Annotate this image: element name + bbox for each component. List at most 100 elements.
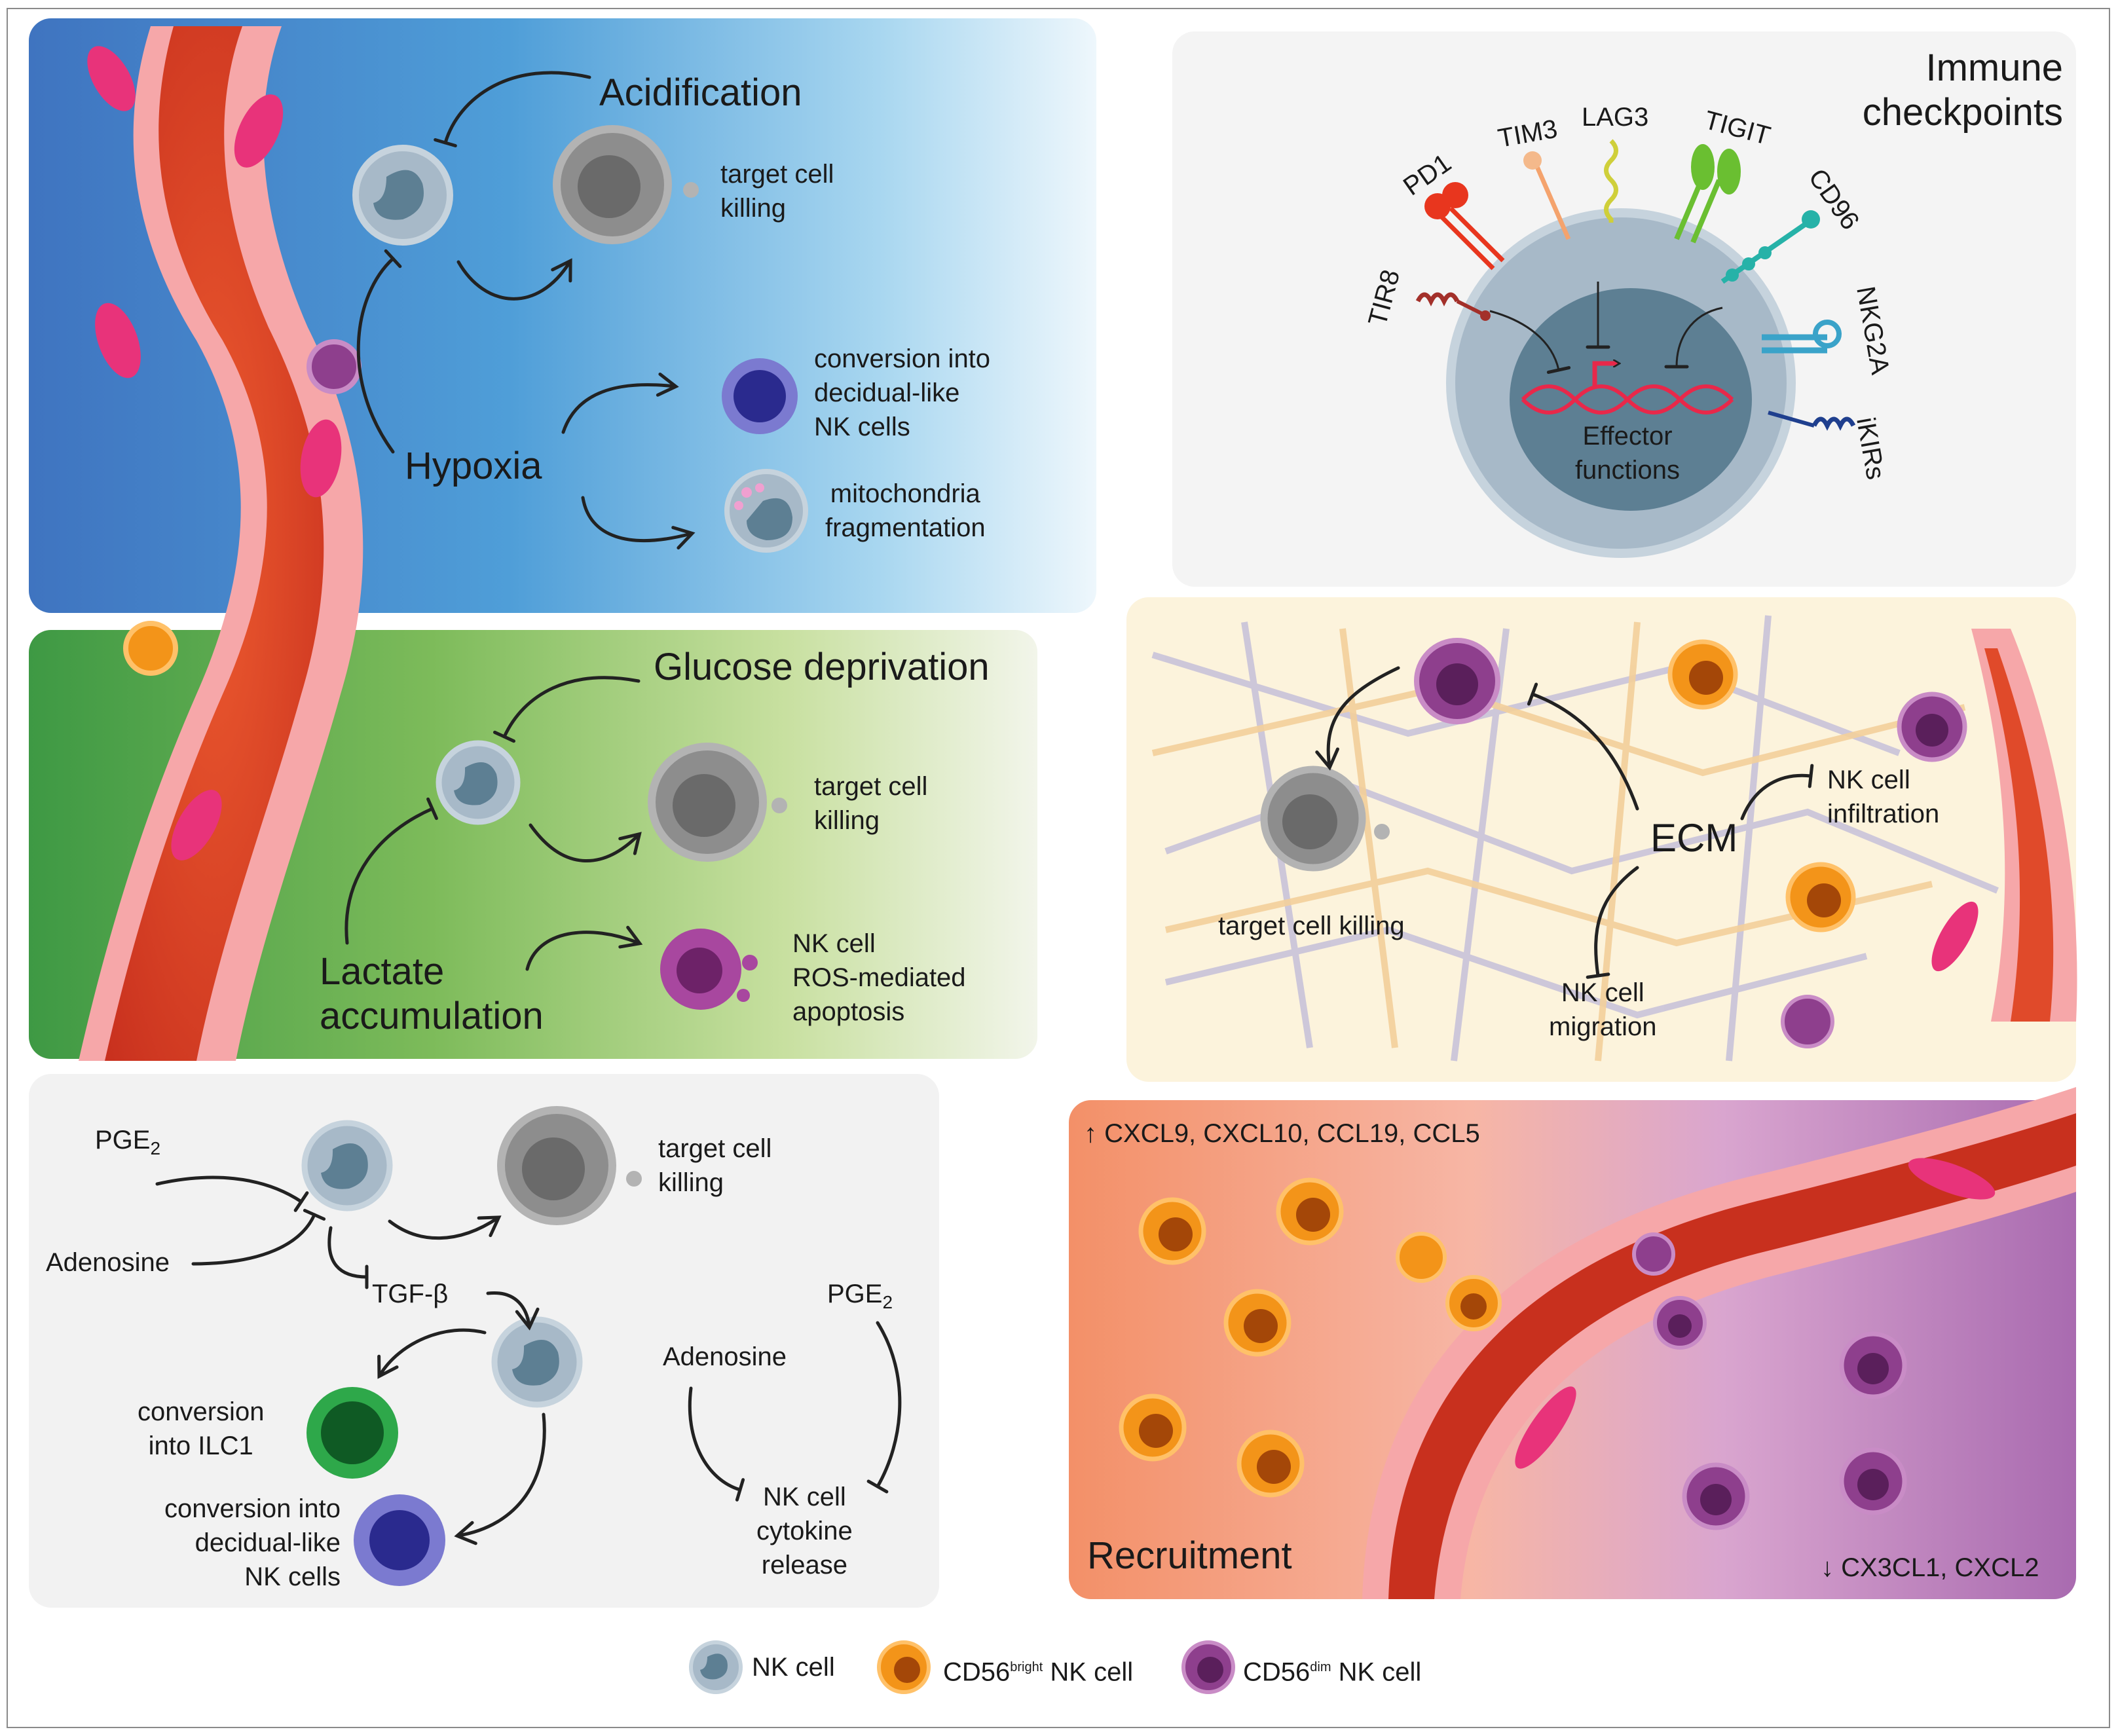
killing-line1: target cell xyxy=(720,160,834,189)
pge2-text: PGE xyxy=(95,1126,151,1154)
endothelial-cell xyxy=(87,46,136,111)
inhibit-pge2-cytokine xyxy=(866,1321,902,1494)
legend-dim-pre: CD56 xyxy=(1243,1657,1310,1687)
right-vessel-ecm xyxy=(1931,629,2077,1022)
figure-frame xyxy=(7,8,2110,1728)
pge2-left-label: PGE2 xyxy=(95,1123,160,1166)
inhibit-ecm-infiltration xyxy=(1740,764,1814,821)
left-blood-vessel xyxy=(79,26,363,1061)
arrow-conversion-decidual xyxy=(454,1413,546,1545)
legend-dim-label: CD56dim NK cell xyxy=(1243,1650,1421,1689)
decidual-line3: NK cells xyxy=(244,1562,341,1591)
killing-line2: killing xyxy=(720,194,787,223)
lag3-receptor xyxy=(1604,139,1618,223)
migration-line2: migration xyxy=(1549,1012,1657,1041)
inhibit-ecm-dim xyxy=(1527,682,1639,811)
arrow-nk-killing-soluble xyxy=(388,1215,502,1240)
infiltration-label: NK cell infiltration xyxy=(1827,763,1939,831)
inhibit-glucose-nk xyxy=(492,676,641,743)
arrow-hypoxia-mito xyxy=(581,496,696,550)
decidual-conversion-label: conversion into decidual-like NK cells xyxy=(144,1492,341,1594)
dim-nk-cells-recruitment xyxy=(1632,995,1907,1530)
nk-cell-glucose xyxy=(436,740,521,825)
legend-dim-icon xyxy=(1181,1640,1235,1694)
ilc1-cell xyxy=(307,1387,398,1479)
infiltration-line2: infiltration xyxy=(1827,800,1940,828)
ros-apoptosis-label: NK cell ROS-mediated apoptosis xyxy=(792,927,966,1029)
pge2-right-text: PGE xyxy=(827,1280,883,1308)
glucose-killing-label: target cell killing xyxy=(814,769,927,838)
cytokine-line3: release xyxy=(761,1551,847,1579)
legend-bright-sup: bright xyxy=(1010,1660,1043,1674)
soluble-panel xyxy=(155,1106,902,1586)
nk-cell-soluble-2 xyxy=(491,1316,583,1408)
inhibit-arrow-acid-nk xyxy=(434,71,591,148)
chemokines-up-label: ↑ CXCL9, CXCL10, CCL19, CCL5 xyxy=(1084,1119,1480,1148)
checkpoints-title-line1: Immune xyxy=(1925,46,2063,89)
extravasating-bright-nk-cell xyxy=(123,621,178,676)
legend-dim-sup: dim xyxy=(1310,1660,1331,1674)
lactate-accumulation-label: Lactate accumulation xyxy=(320,950,544,1039)
checkpoints-title: Immune checkpoints xyxy=(1840,46,2063,135)
dim-nk-cell-ecm xyxy=(1414,638,1500,724)
soluble-killing-line1: target cell xyxy=(658,1134,772,1163)
target-cell-ecm xyxy=(1260,766,1390,872)
arrow-nk-killing xyxy=(456,258,572,301)
dim-nk-cell-ecm-2 xyxy=(1897,692,1967,762)
pge2-subscript: 2 xyxy=(150,1138,161,1158)
hypoxia-label: Hypoxia xyxy=(405,445,542,487)
arrow-nk-killing-glucose xyxy=(529,823,642,863)
glucose-killing-line2: killing xyxy=(814,806,880,835)
soluble-killing-line2: killing xyxy=(658,1168,724,1197)
ilc1-line2: into ILC1 xyxy=(148,1431,253,1460)
fragmented-nk-cell xyxy=(724,469,808,553)
conversion-line1: conversion into xyxy=(814,344,991,373)
migration-line1: NK cell xyxy=(1561,978,1644,1007)
tir8-receptor xyxy=(1415,292,1491,321)
effector-line1: Effector xyxy=(1582,422,1673,451)
inhibit-arrow-hypoxia-nk xyxy=(356,249,402,454)
nk-cell-soluble xyxy=(301,1120,393,1211)
hypoxia-panel xyxy=(352,71,808,553)
recruitment-label: Recruitment xyxy=(1087,1534,1292,1577)
ilc1-conversion-label: conversion into ILC1 xyxy=(138,1395,264,1463)
legend-dim-post: NK cell xyxy=(1331,1657,1422,1687)
endothelial-cell xyxy=(300,419,342,498)
legend-bright-label: CD56bright NK cell xyxy=(943,1650,1133,1689)
legend-bright-icon xyxy=(877,1640,931,1694)
bright-nk-cell-ecm xyxy=(1667,639,1738,710)
mito-line2: fragmentation xyxy=(825,513,986,542)
legend-nk-label: NK cell xyxy=(752,1653,835,1682)
ecm-panel xyxy=(1151,615,2077,1062)
ilc1-line1: conversion xyxy=(138,1397,265,1426)
apoptotic-nk-cell xyxy=(660,929,758,1010)
arrow-dim-killing xyxy=(1315,666,1400,771)
cd96-receptor xyxy=(1720,210,1820,284)
checkpoints-title-line2: checkpoints xyxy=(1862,91,2063,134)
soluble-panel-bg xyxy=(29,1074,939,1608)
inhibit-tir8 xyxy=(1489,310,1571,374)
bright-nk-cell-ecm-2 xyxy=(1785,862,1856,933)
ros-line1: NK cell xyxy=(792,929,876,958)
adenosine-left-label: Adenosine xyxy=(46,1248,170,1277)
receptor-label-tir8: TIR8 xyxy=(1363,267,1405,329)
inhibit-adenosine-nk xyxy=(191,1208,326,1266)
cytokine-line2: cytokine xyxy=(756,1517,853,1545)
tigit-receptor xyxy=(1674,144,1741,244)
arrow-hypoxia-conversion xyxy=(561,372,679,434)
decidual-nk-cell-soluble xyxy=(354,1494,445,1586)
glucose-killing-line1: target cell xyxy=(814,772,928,801)
ecm-killing-label: target cell killing xyxy=(1218,912,1405,940)
inhibit-tgfb-nk xyxy=(327,1226,369,1289)
nkg2a-receptor xyxy=(1762,320,1842,354)
tim3-receptor xyxy=(1523,151,1571,240)
receptor-label-nkg2a: NKG2A xyxy=(1851,284,1895,377)
inhibit-ecm-migration xyxy=(1586,866,1639,979)
ros-line3: apoptosis xyxy=(792,997,905,1026)
cytokine-release-label: NK cell cytokine release xyxy=(756,1480,853,1582)
ikir-receptor xyxy=(1768,411,1856,431)
decidual-line2: decidual-like xyxy=(195,1528,341,1557)
pd1-receptor xyxy=(1424,182,1505,270)
target-cell-soluble xyxy=(497,1106,642,1225)
